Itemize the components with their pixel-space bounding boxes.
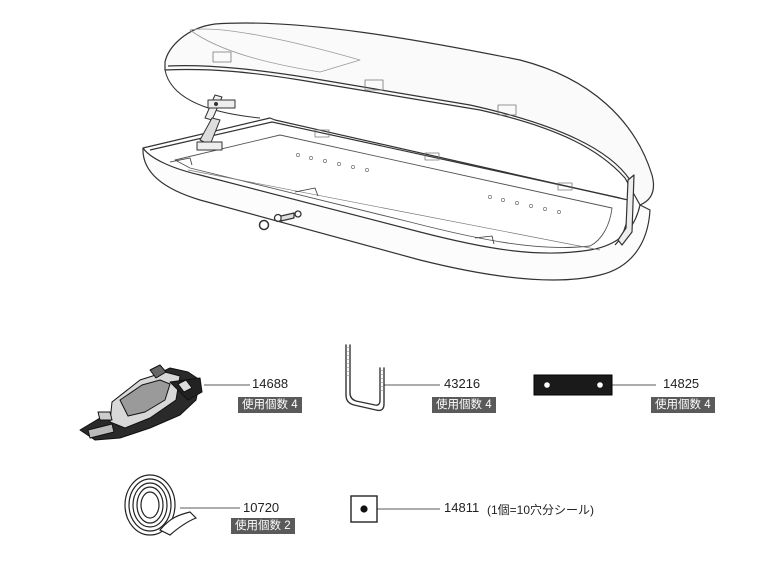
part-number-14825: 14825	[663, 376, 700, 391]
part-number-43216: 43216	[444, 376, 481, 391]
u-bolt-illustration	[344, 344, 386, 412]
part-number-14688: 14688	[252, 376, 289, 391]
quantity-badge-14825: 使用個数 4	[651, 397, 715, 413]
screw-and-washer	[258, 210, 302, 231]
roof-box-base	[142, 147, 651, 281]
sticker-sheet-illustration	[350, 495, 378, 523]
part-number-14811: 14811	[444, 500, 480, 515]
roof-box-illustration	[142, 22, 655, 281]
adhesive-tape-illustration	[124, 474, 198, 536]
roof-box-lid	[164, 22, 655, 206]
lid-hinge	[196, 94, 236, 151]
mounting-clamp-illustration	[79, 364, 203, 441]
quantity-badge-43216: 使用個数 4	[432, 397, 496, 413]
quantity-badge-14688: 使用個数 4	[238, 397, 302, 413]
part-note-14811: (1個=10穴分シール)	[487, 503, 595, 517]
quantity-badge-10720: 使用個数 2	[231, 518, 295, 534]
rear-strap	[617, 174, 635, 246]
part-number-10720: 10720	[243, 500, 280, 515]
rubber-pad-illustration	[533, 374, 613, 396]
